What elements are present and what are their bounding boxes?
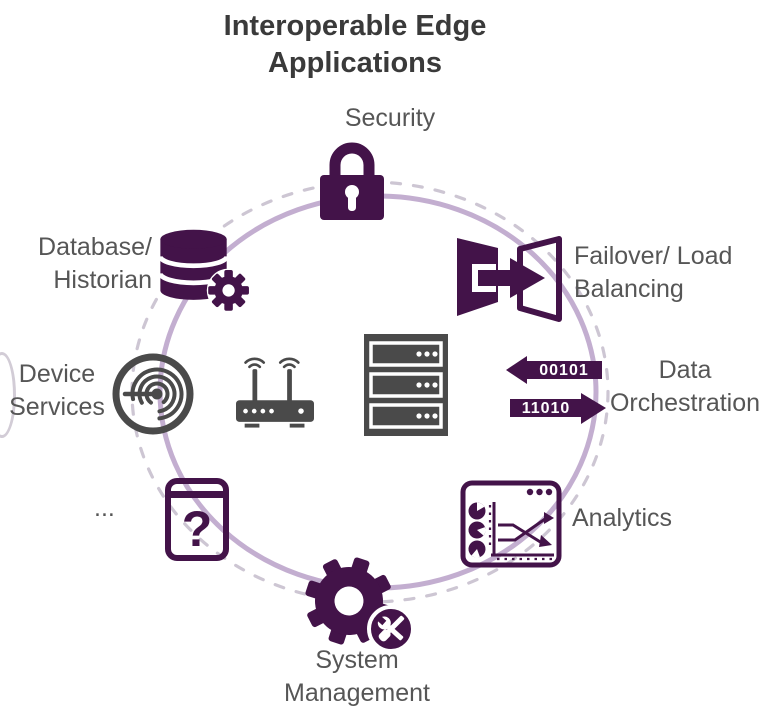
device-services-label: Device Services: [4, 358, 110, 423]
system-label-line2: Management: [284, 678, 430, 707]
failover-label-line2: Balancing: [574, 274, 684, 303]
lock-icon: [318, 138, 386, 220]
gear-tools-icon: [300, 556, 420, 654]
database-label-line1: Database/: [38, 233, 152, 261]
analytics-label: Analytics: [572, 504, 673, 532]
mini-pie-charts: [468, 502, 486, 558]
binary-up-text: 00101: [539, 362, 589, 379]
orchestration-label-line1: Data: [658, 356, 712, 384]
database-label-line2: Historian: [53, 265, 152, 294]
binary-down-text: 11010: [522, 400, 571, 417]
question-document-icon: ?: [164, 478, 230, 562]
page-title: Interoperable Edge Applications: [95, 8, 615, 82]
orchestration-label-line2: Orchestration: [609, 388, 761, 417]
radar-vortex-icon: [110, 350, 196, 438]
title-line1: Interoperable Edge: [223, 10, 487, 42]
failover-load-balancing-label: Failover/ Load Balancing: [574, 240, 770, 305]
device-label-line2: Services: [9, 392, 105, 421]
database-historian-label: Database/ Historian: [12, 231, 152, 296]
data-exchange-arrows-icon: 00101 11010: [506, 354, 608, 426]
system-management-label: System Management: [250, 644, 464, 709]
data-orchestration-label: Data Orchestration: [602, 354, 768, 419]
security-label: Security: [344, 104, 436, 132]
failover-label-line1: Failover/ Load: [574, 242, 733, 270]
server-rack-icon: [364, 334, 448, 436]
wireless-router-icon: [234, 350, 316, 428]
ellipsis-label: ...: [94, 494, 115, 522]
database-gear-icon: [155, 226, 251, 316]
tools-badge: [367, 605, 415, 653]
chart-window-icon: [460, 480, 562, 568]
open-door-arrow-icon: [456, 236, 564, 322]
wrench-glyph: [376, 615, 404, 641]
title-line2: Applications: [267, 47, 442, 80]
device-label-line1: Device: [18, 360, 96, 388]
question-mark-glyph: ?: [182, 501, 213, 557]
